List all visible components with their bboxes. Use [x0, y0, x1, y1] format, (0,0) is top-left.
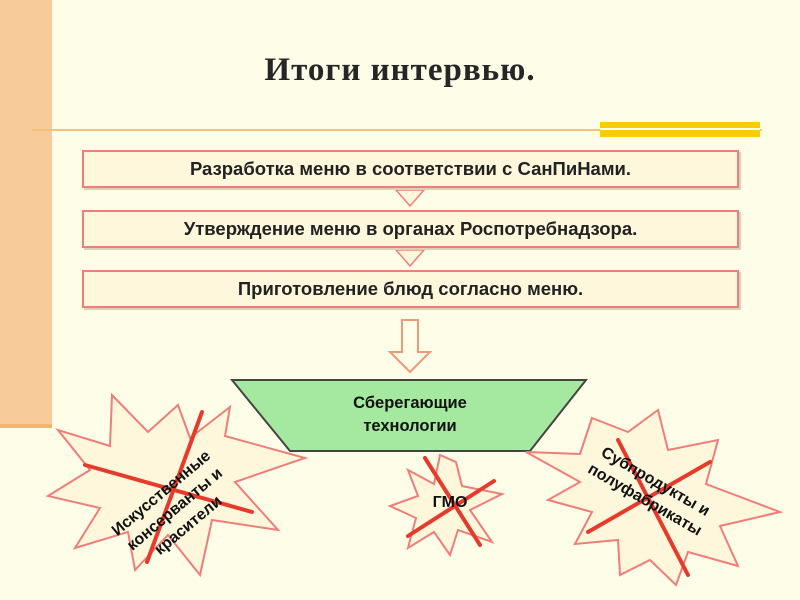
- funnel-label-line1: Сберегающие: [353, 394, 467, 412]
- funnel-shape: [229, 379, 589, 452]
- rejected-gmo-label: ГМО: [432, 494, 468, 511]
- title-underline: [32, 129, 762, 131]
- funnel-label: Сберегающие технологии: [320, 392, 500, 438]
- down-arrow: [387, 319, 433, 374]
- page-title: Итоги интервью.: [264, 52, 536, 88]
- cross-mark-right: [586, 438, 712, 577]
- step-box-menu-approval: Утверждение меню в органах Роспотребнадз…: [82, 210, 739, 248]
- step-connector-arrow: [394, 189, 426, 208]
- step-box-menu-development: Разработка меню в соответствии с СанПиНа…: [82, 150, 739, 188]
- funnel-label-line2: технологии: [363, 417, 457, 435]
- starburst-right: [525, 408, 784, 587]
- title-accent-stripe: [600, 128, 760, 130]
- left-accent-band-edge: [0, 424, 52, 428]
- cross-mark-left: [83, 410, 254, 564]
- left-accent-band: [0, 0, 52, 428]
- step-connector-arrow: [394, 249, 426, 268]
- step-box-cooking: Приготовление блюд согласно меню.: [82, 270, 739, 308]
- cross-mark-center: [406, 456, 496, 547]
